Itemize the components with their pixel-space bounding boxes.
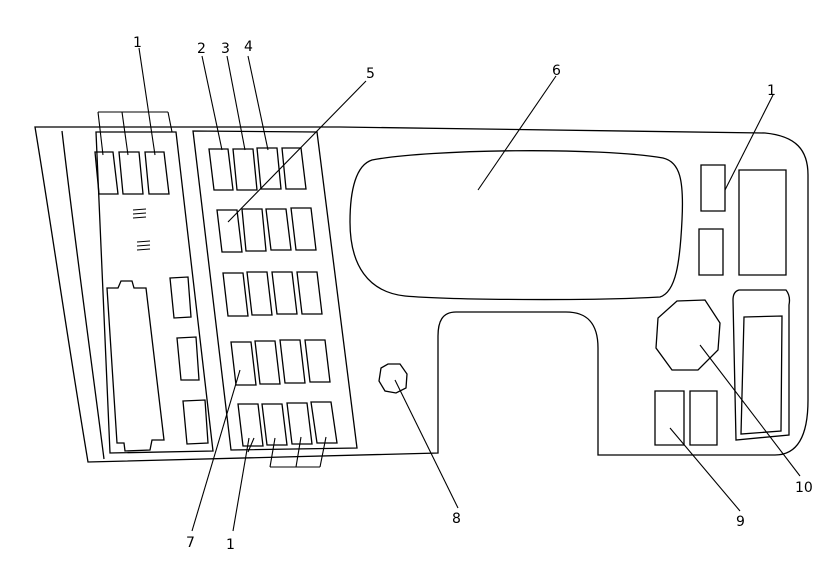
left-switch-b: [176, 336, 200, 381]
indicator-marks-lower: [136, 240, 151, 251]
panel-left-bevel: [61, 130, 105, 460]
label-1-top-left: 1: [133, 35, 142, 51]
label-1-right: 1: [767, 83, 776, 99]
right-pocket-inner: [740, 315, 783, 435]
sw-r4-1: [230, 341, 257, 386]
sw-r1-3: [256, 147, 282, 190]
sw-r1-4: [281, 147, 307, 190]
connector-module: [106, 280, 165, 452]
sw-r5-3: [286, 402, 313, 445]
switch-top-left-3: [144, 151, 170, 195]
label-5: 5: [366, 66, 375, 82]
knob-8: [378, 363, 408, 394]
knob-10: [655, 299, 721, 371]
instrument-display: [349, 150, 684, 301]
sw-r5-2: [261, 403, 288, 446]
sw-r3-4: [296, 271, 323, 315]
sw-r5-1: [237, 403, 264, 447]
label-9: 9: [736, 514, 745, 530]
sw-r5-4: [310, 401, 338, 444]
sw-r3-2: [246, 271, 273, 316]
leader-lines: [97, 47, 801, 532]
right-pocket-outer: [732, 289, 791, 441]
center-module-frame: [192, 130, 358, 451]
switch-9-b: [689, 390, 718, 446]
indicator-marks-upper: [132, 208, 147, 219]
sw-r3-3: [271, 271, 298, 315]
sw-r2-3: [265, 208, 292, 251]
sw-r4-3: [279, 339, 306, 384]
label-7: 7: [186, 535, 195, 551]
sw-r4-2: [254, 340, 281, 385]
right-switch-upper: [700, 164, 726, 212]
sw-r4-4: [304, 339, 331, 383]
switch-9-a: [654, 390, 685, 446]
label-10: 10: [795, 480, 813, 496]
switch-top-left-1: [94, 151, 119, 195]
label-6: 6: [552, 63, 561, 79]
sw-r3-1: [222, 272, 249, 317]
label-8: 8: [452, 511, 461, 527]
left-module-frame: [95, 131, 214, 454]
label-2: 2: [197, 41, 206, 57]
left-switch-a: [169, 276, 192, 319]
sw-r1-1: [208, 148, 234, 191]
right-tall-panel: [738, 169, 787, 276]
label-1-bottom: 1: [226, 537, 235, 553]
sw-r1-2: [232, 148, 258, 191]
sw-r2-2: [241, 208, 267, 252]
label-3: 3: [221, 41, 230, 57]
left-switch-c: [182, 399, 209, 445]
label-4: 4: [244, 39, 253, 55]
switch-top-left-2: [118, 151, 144, 195]
panel-outline: [34, 126, 809, 463]
sw-r2-4: [290, 207, 317, 251]
right-switch-lower: [698, 228, 724, 276]
sw-r2-1: [216, 209, 243, 253]
